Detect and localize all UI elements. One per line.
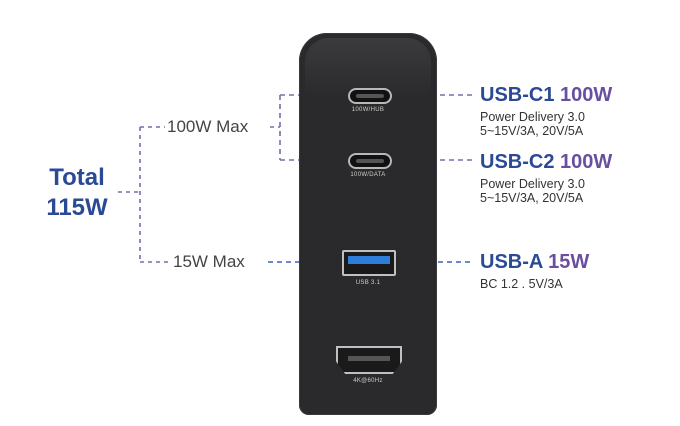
- total-line2: 115W: [46, 194, 108, 221]
- port-title: USB-C2 100W: [480, 151, 612, 174]
- port-title: USB-A 15W: [480, 251, 589, 274]
- port-spec2: 5~15V/3A, 20V/5A: [480, 124, 584, 138]
- port-spec1: BC 1.2 . 5V/3A: [480, 277, 563, 291]
- port-spec2: 5~15V/3A, 20V/5A: [480, 191, 584, 205]
- usb-c1-port-label: 100W/HUB: [351, 107, 385, 113]
- port-name: USB-C1: [480, 84, 555, 106]
- usb-c1-port: [348, 88, 392, 104]
- port-name: USB-A: [480, 251, 543, 273]
- upper-max-label: 100W Max: [167, 117, 249, 136]
- port-spec1: Power Delivery 3.0: [480, 110, 585, 124]
- hdmi-inner: [348, 356, 390, 361]
- usb-a-port-label: USB 3.1: [355, 280, 381, 286]
- hdmi-port: [336, 346, 402, 374]
- total-line1: Total: [49, 164, 105, 191]
- port-info-usbc2: USB-C2 100W Power Delivery 3.0 5~15V/3A,…: [480, 151, 612, 205]
- port-title: USB-C1 100W: [480, 84, 612, 107]
- usb-a-tongue: [348, 256, 390, 264]
- port-spec1: Power Delivery 3.0: [480, 177, 585, 191]
- port-info-usba: USB-A 15W BC 1.2 . 5V/3A: [480, 251, 589, 291]
- usb-c2-port-label: 100W/DATA: [350, 172, 386, 178]
- hdmi-port-label: 4K@60Hz: [353, 378, 383, 384]
- usb-a-port: [342, 250, 396, 276]
- usb-c2-port: [348, 153, 392, 169]
- port-info-usbc1: USB-C1 100W Power Delivery 3.0 5~15V/3A,…: [480, 84, 612, 138]
- port-watt: 100W: [560, 151, 613, 173]
- port-name: USB-C2: [480, 151, 555, 173]
- lower-max-label: 15W Max: [173, 252, 245, 271]
- total-label: Total 115W: [37, 163, 117, 223]
- port-watt: 15W: [548, 251, 590, 273]
- port-watt: 100W: [560, 84, 613, 106]
